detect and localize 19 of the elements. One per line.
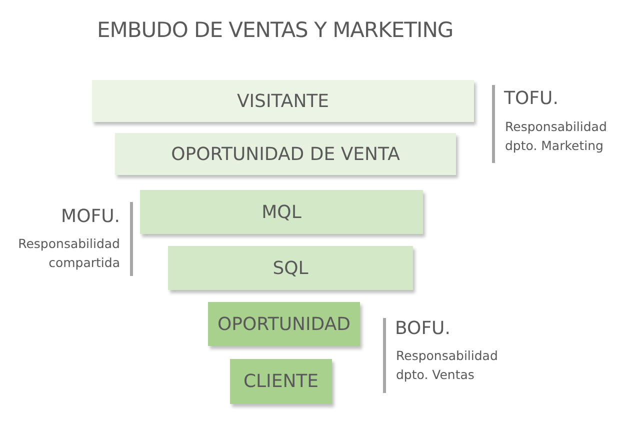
stage-label: VISITANTE <box>236 90 330 112</box>
stage-label: CLIENTE <box>243 371 319 392</box>
funnel-bar <box>230 359 332 404</box>
funnel-bar <box>208 302 360 346</box>
funnel-bar <box>92 80 474 122</box>
responsibility-note: Responsabilidad dpto. Marketing <box>505 118 608 155</box>
funnel-bar <box>115 133 456 175</box>
stage-label: OPORTUNIDAD DE VENTA <box>171 144 400 164</box>
stage-label: OPORTUNIDAD <box>217 314 351 334</box>
funnel-bar <box>140 190 423 234</box>
stage-heading: TOFU. <box>504 88 558 109</box>
funnel-bar <box>168 246 413 290</box>
responsibility-note: Responsabilidad dpto. Ventas <box>396 347 499 384</box>
stage-heading: MOFU. <box>60 206 120 227</box>
stage-label: MQL <box>262 202 302 222</box>
diagram-title: EMBUDO DE VENTAS Y MARKETING <box>97 18 454 42</box>
stage-heading: BOFU. <box>395 318 450 339</box>
stage-label: SQL <box>272 258 308 278</box>
responsibility-note: Responsabilidad compartida <box>17 235 120 272</box>
